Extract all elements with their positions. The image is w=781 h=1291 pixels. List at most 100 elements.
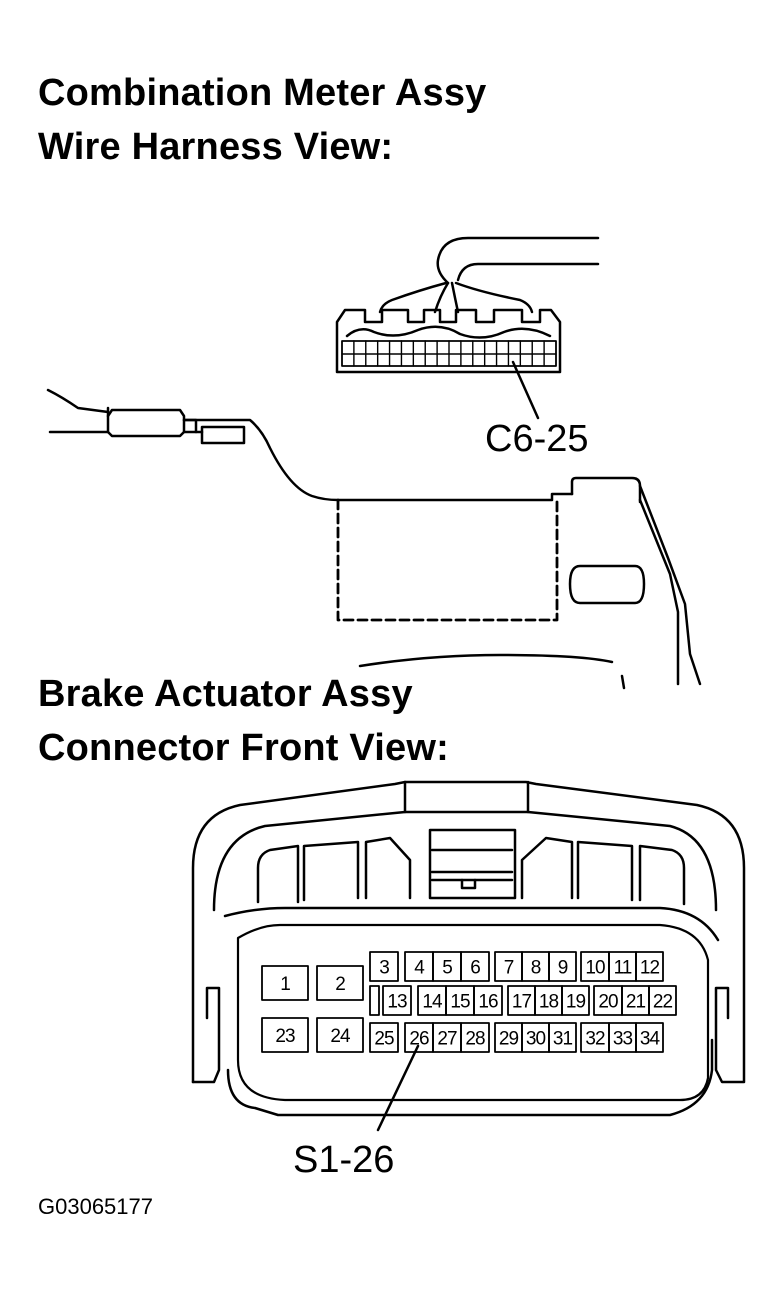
pin-number: 24 xyxy=(330,1026,351,1047)
pin-number: 16 xyxy=(478,991,498,1012)
meter-connector-c6 xyxy=(335,308,562,374)
pin-cavity xyxy=(369,951,399,982)
combination-meter-heading-line2: Wire Harness View: xyxy=(38,126,394,168)
pin-number: 12 xyxy=(640,957,660,978)
pin-6: 6 xyxy=(460,951,490,982)
c6-25-leader xyxy=(511,360,540,420)
s1-26-callout: S1-26 xyxy=(293,1139,394,1181)
pin-number: 14 xyxy=(422,991,443,1012)
pin-number: 33 xyxy=(613,1028,633,1049)
meter-bracket xyxy=(46,388,702,690)
pin-number: 22 xyxy=(653,991,673,1012)
pin-24: 24 xyxy=(316,1017,364,1053)
pin-2: 2 xyxy=(316,965,364,1001)
pin-cavity xyxy=(460,951,490,982)
pin-number: 9 xyxy=(558,957,568,978)
pin-28: 28 xyxy=(460,1022,490,1053)
s1-26-leader xyxy=(376,1044,420,1132)
pin-15: 15 xyxy=(445,985,475,1016)
pin-number: 8 xyxy=(531,957,541,978)
pin-cavity xyxy=(316,1017,364,1053)
pin-34: 34 xyxy=(635,1022,664,1053)
pin-4: 4 xyxy=(404,951,434,982)
pin-cavity xyxy=(316,965,364,1001)
pin-number: 30 xyxy=(526,1028,546,1049)
pin-cavity xyxy=(635,951,664,982)
pin-3: 3 xyxy=(369,951,399,982)
pin-cavity xyxy=(261,1017,309,1053)
figure-id: G03065177 xyxy=(38,1194,153,1219)
pin-cavity xyxy=(460,1022,490,1053)
pin-number: 26 xyxy=(409,1028,429,1049)
pin-22: 22 xyxy=(648,985,677,1016)
pin-cavity xyxy=(369,1022,399,1053)
pin-32: 32 xyxy=(580,1022,610,1053)
pin-number: 28 xyxy=(465,1028,485,1049)
pin-number: 17 xyxy=(512,991,532,1012)
pin-number: 32 xyxy=(585,1028,605,1049)
pin-number: 5 xyxy=(442,957,452,978)
pin-29: 29 xyxy=(494,1022,523,1053)
meter-harness-wires xyxy=(378,236,600,314)
pin-21: 21 xyxy=(621,985,650,1016)
pin-number: 19 xyxy=(566,991,586,1012)
pin-7: 7 xyxy=(494,951,523,982)
pin-number: 25 xyxy=(374,1028,394,1049)
pin-number: 2 xyxy=(335,974,345,995)
pin-13: 13 xyxy=(382,985,412,1016)
brake-actuator-heading-line1: Brake Actuator Assy xyxy=(38,673,413,715)
pin-5: 5 xyxy=(432,951,462,982)
pin-number: 21 xyxy=(626,991,646,1012)
pin-25: 25 xyxy=(369,1022,399,1053)
pin-14: 14 xyxy=(417,985,447,1016)
pin-30: 30 xyxy=(521,1022,550,1053)
pin-number: 27 xyxy=(437,1028,457,1049)
pin-cavity xyxy=(548,951,577,982)
actuator-connector-s1 xyxy=(191,780,746,1117)
pin-cavity xyxy=(635,1022,664,1053)
pin-8: 8 xyxy=(521,951,550,982)
blank-cavity xyxy=(369,985,380,1016)
c6-25-callout: C6-25 xyxy=(485,418,589,460)
pin-cavity xyxy=(261,965,309,1001)
pin-number: 10 xyxy=(585,957,605,978)
pin-cavity xyxy=(473,985,503,1016)
pin-17: 17 xyxy=(507,985,536,1016)
pin-number: 1 xyxy=(280,974,290,995)
pin-19: 19 xyxy=(561,985,590,1016)
pin-number: 20 xyxy=(598,991,618,1012)
pin-20: 20 xyxy=(593,985,623,1016)
pin-18: 18 xyxy=(534,985,563,1016)
pin-number: 7 xyxy=(504,957,514,978)
pin-number: 18 xyxy=(539,991,559,1012)
pin-number: 23 xyxy=(275,1026,295,1047)
pin-number: 11 xyxy=(614,957,632,978)
pin-26: 26 xyxy=(404,1022,434,1053)
pin-12: 12 xyxy=(635,951,664,982)
pin-11: 11 xyxy=(608,951,637,982)
pin-cavity xyxy=(648,985,677,1016)
pin-33: 33 xyxy=(608,1022,637,1053)
brake-actuator-heading: Brake Actuator Assy Connector Front View… xyxy=(38,667,449,775)
pin-1: 1 xyxy=(261,965,309,1001)
pin-27: 27 xyxy=(432,1022,462,1053)
brake-actuator-heading-line2: Connector Front View: xyxy=(38,727,449,769)
pin-cavity xyxy=(382,985,412,1016)
combination-meter-heading: Combination Meter Assy Wire Harness View… xyxy=(38,66,487,174)
pin-9: 9 xyxy=(548,951,577,982)
pin-16: 16 xyxy=(473,985,503,1016)
pin-31: 31 xyxy=(548,1022,577,1053)
pin-10: 10 xyxy=(580,951,610,982)
pin-cavity xyxy=(548,1022,577,1053)
pin-cavity xyxy=(561,985,590,1016)
pin-number: 4 xyxy=(414,957,425,978)
pin-number: 15 xyxy=(450,991,470,1012)
pin-number: 3 xyxy=(379,957,389,978)
pin-number: 34 xyxy=(640,1028,661,1049)
pin-number: 13 xyxy=(387,991,407,1012)
pin-23: 23 xyxy=(261,1017,309,1053)
pin-number: 29 xyxy=(499,1028,519,1049)
pin-number: 31 xyxy=(553,1028,573,1049)
